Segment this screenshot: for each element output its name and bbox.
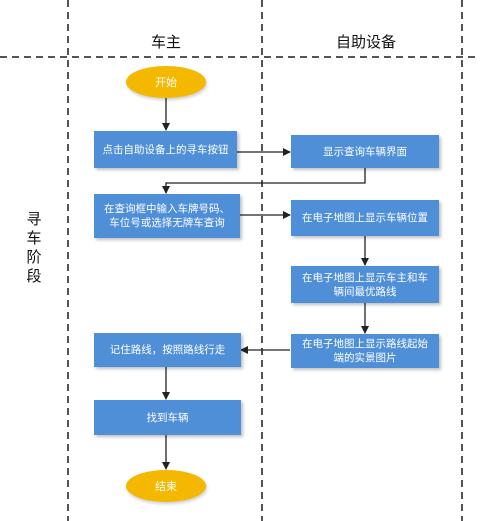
show-query-screen-step: 显示查询车辆界面 — [291, 135, 439, 168]
find-car-step: 找到车辆 — [94, 400, 241, 435]
lane-header-device: 自助设备 — [335, 33, 396, 51]
tap-search-button-step: 点击自助设备上的寻车按钮 — [94, 131, 237, 168]
enter-plate-step: 在查询框中输入车牌号码、车位号或选择无牌车查询 — [94, 194, 240, 238]
end-node: 结束 — [126, 470, 206, 502]
show-start-photo-step: 在电子地图上显示路线起始端的实景图片 — [291, 334, 439, 368]
phase-label: 寻车阶段 — [26, 210, 42, 285]
lane-header-owner: 车主 — [150, 33, 181, 51]
show-best-route-step: 在电子地图上显示车主和车辆间最优路线 — [291, 266, 439, 303]
edge-show-query-to-enter — [162, 168, 366, 194]
walk-route-step: 记住路线，按照路线行走 — [94, 333, 241, 367]
start-node: 开始 — [126, 66, 206, 98]
show-car-location-step: 在电子地图上显示车辆位置 — [291, 200, 439, 236]
